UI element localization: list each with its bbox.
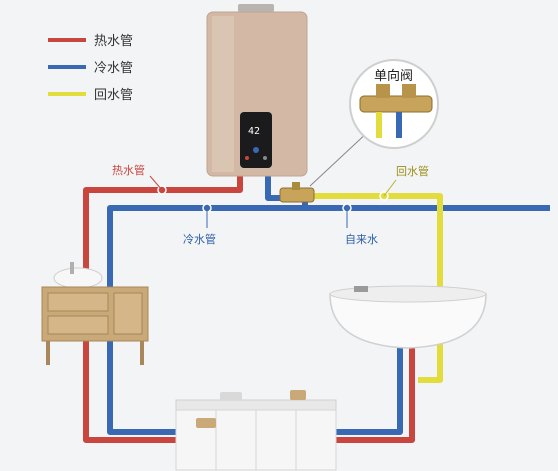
dish-icon <box>290 390 306 400</box>
vanity-drawer <box>47 315 109 335</box>
valve-fitting-cap <box>292 182 300 190</box>
hot-pipe-label: 热水管 <box>112 163 145 177</box>
callout-valve-cap <box>402 84 416 98</box>
return-pipe-leader <box>383 179 397 197</box>
bowl-icon <box>220 392 242 400</box>
callout-return-pipe <box>376 112 382 138</box>
tub-rim <box>329 285 487 303</box>
water-heater: 42 <box>206 4 308 177</box>
heater-highlight <box>212 16 234 172</box>
hot-pipe-leader <box>149 175 163 191</box>
return-pipe-label: 回水管 <box>396 164 429 178</box>
vanity-door <box>113 292 143 335</box>
heater-control-panel <box>240 112 272 168</box>
tub-body <box>329 293 487 349</box>
callout-cold-pipe <box>396 112 402 138</box>
tap-water-label: 自来水 <box>345 233 378 246</box>
callout-valve-cap <box>376 84 390 98</box>
check-valve-callout: 单向阀 <box>309 59 439 187</box>
bathroom-vanity <box>41 262 149 365</box>
tub-faucet-icon <box>354 286 368 292</box>
check-valve-fitting <box>279 182 315 203</box>
heater-flue <box>238 4 274 12</box>
callout-leader <box>309 129 371 187</box>
bathtub <box>329 285 487 349</box>
heater-button-icon <box>253 147 259 153</box>
legend-hot-label: 热水管 <box>94 34 133 49</box>
kitchen-counter <box>175 390 337 471</box>
heater-display: 42 <box>248 126 260 137</box>
heater-indicator-icon <box>263 156 267 160</box>
faucet-icon <box>70 262 74 274</box>
legend-return-label: 回水管 <box>94 88 133 103</box>
valve-fitting-body <box>279 187 315 203</box>
legend: 热水管 冷水管 回水管 <box>48 34 133 103</box>
check-valve-label: 单向阀 <box>374 68 413 84</box>
counter-top <box>175 399 337 411</box>
callout-valve-body <box>359 95 433 113</box>
cold-pipe-main <box>107 205 550 435</box>
dish-icon <box>196 418 216 428</box>
vanity-leg <box>140 341 144 365</box>
legend-cold-label: 冷水管 <box>94 61 133 76</box>
vanity-drawer <box>47 292 109 312</box>
vessel-sink <box>53 267 103 289</box>
cold-pipe-label: 冷水管 <box>183 232 216 246</box>
vanity-leg <box>46 341 50 365</box>
heater-indicator-icon <box>245 156 249 160</box>
